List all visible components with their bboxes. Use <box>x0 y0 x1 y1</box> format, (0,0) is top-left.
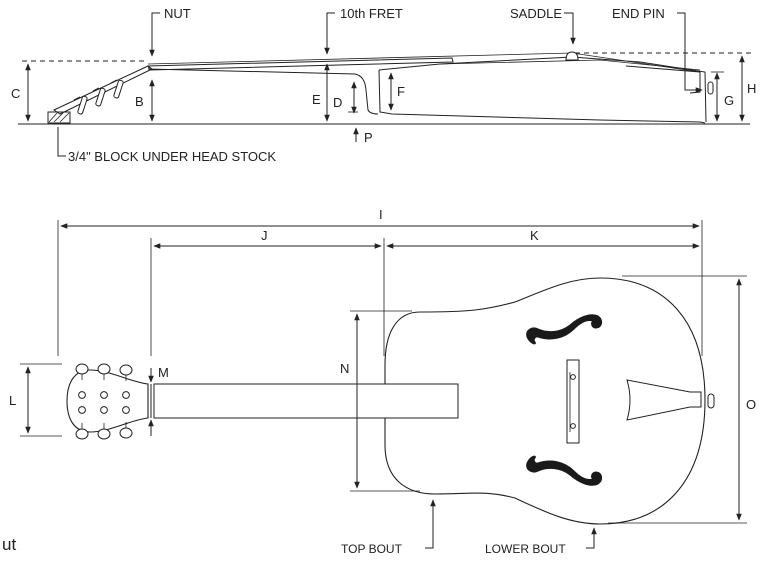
tailpiece-top <box>626 379 702 421</box>
neck-side <box>147 68 379 115</box>
end-pin-side <box>707 81 714 95</box>
tuner-holes <box>78 391 130 414</box>
block-label: 3/4" BLOCK UNDER HEAD STOCK <box>68 149 276 164</box>
saddle-side <box>565 51 579 61</box>
neck-top <box>153 383 459 419</box>
body-bottom-side <box>378 69 706 124</box>
dim-j-label: J <box>261 228 268 243</box>
head-block <box>47 111 71 124</box>
f-hole-lower-icon <box>526 455 603 486</box>
dim-f-label: F <box>397 84 405 99</box>
dim-n-label: N <box>340 361 349 376</box>
top-bout-label: TOP BOUT <box>341 542 403 556</box>
bridge-top <box>566 359 580 444</box>
dim-m-label: M <box>158 365 169 380</box>
lower-bout-label: LOWER BOUT <box>485 542 566 556</box>
side-view: NUT 10th FRET SADDLE END PIN C B E D P F… <box>11 6 756 164</box>
dim-b-label: B <box>135 94 144 109</box>
tuner-posts-side <box>73 79 124 115</box>
nut-label: NUT <box>164 6 191 21</box>
end-pin-label: END PIN <box>612 6 665 21</box>
headstock-top <box>66 369 149 433</box>
dim-h-label: H <box>747 81 756 96</box>
saddle-label: SADDLE <box>510 6 562 21</box>
dim-o-label: O <box>746 397 756 412</box>
dim-e-label: E <box>312 92 321 107</box>
dim-d-label: D <box>333 95 342 110</box>
tenth-fret-label: 10th FRET <box>340 6 403 21</box>
dim-l-label: L <box>9 393 16 408</box>
fragment-text: ut <box>2 535 16 554</box>
f-hole-upper-icon <box>526 314 603 345</box>
dim-i-label: I <box>379 207 383 222</box>
dim-k-label: K <box>530 228 539 243</box>
dim-g-label: G <box>724 93 734 108</box>
dim-p-label: P <box>364 130 373 145</box>
top-view: I J K <box>9 207 756 556</box>
body-top-side <box>378 56 707 123</box>
end-pin-top <box>707 393 715 409</box>
dim-c-label: C <box>11 86 20 101</box>
fingerboard-side <box>147 57 454 71</box>
guitar-body-top <box>384 277 706 525</box>
tuner-buttons <box>75 363 133 440</box>
